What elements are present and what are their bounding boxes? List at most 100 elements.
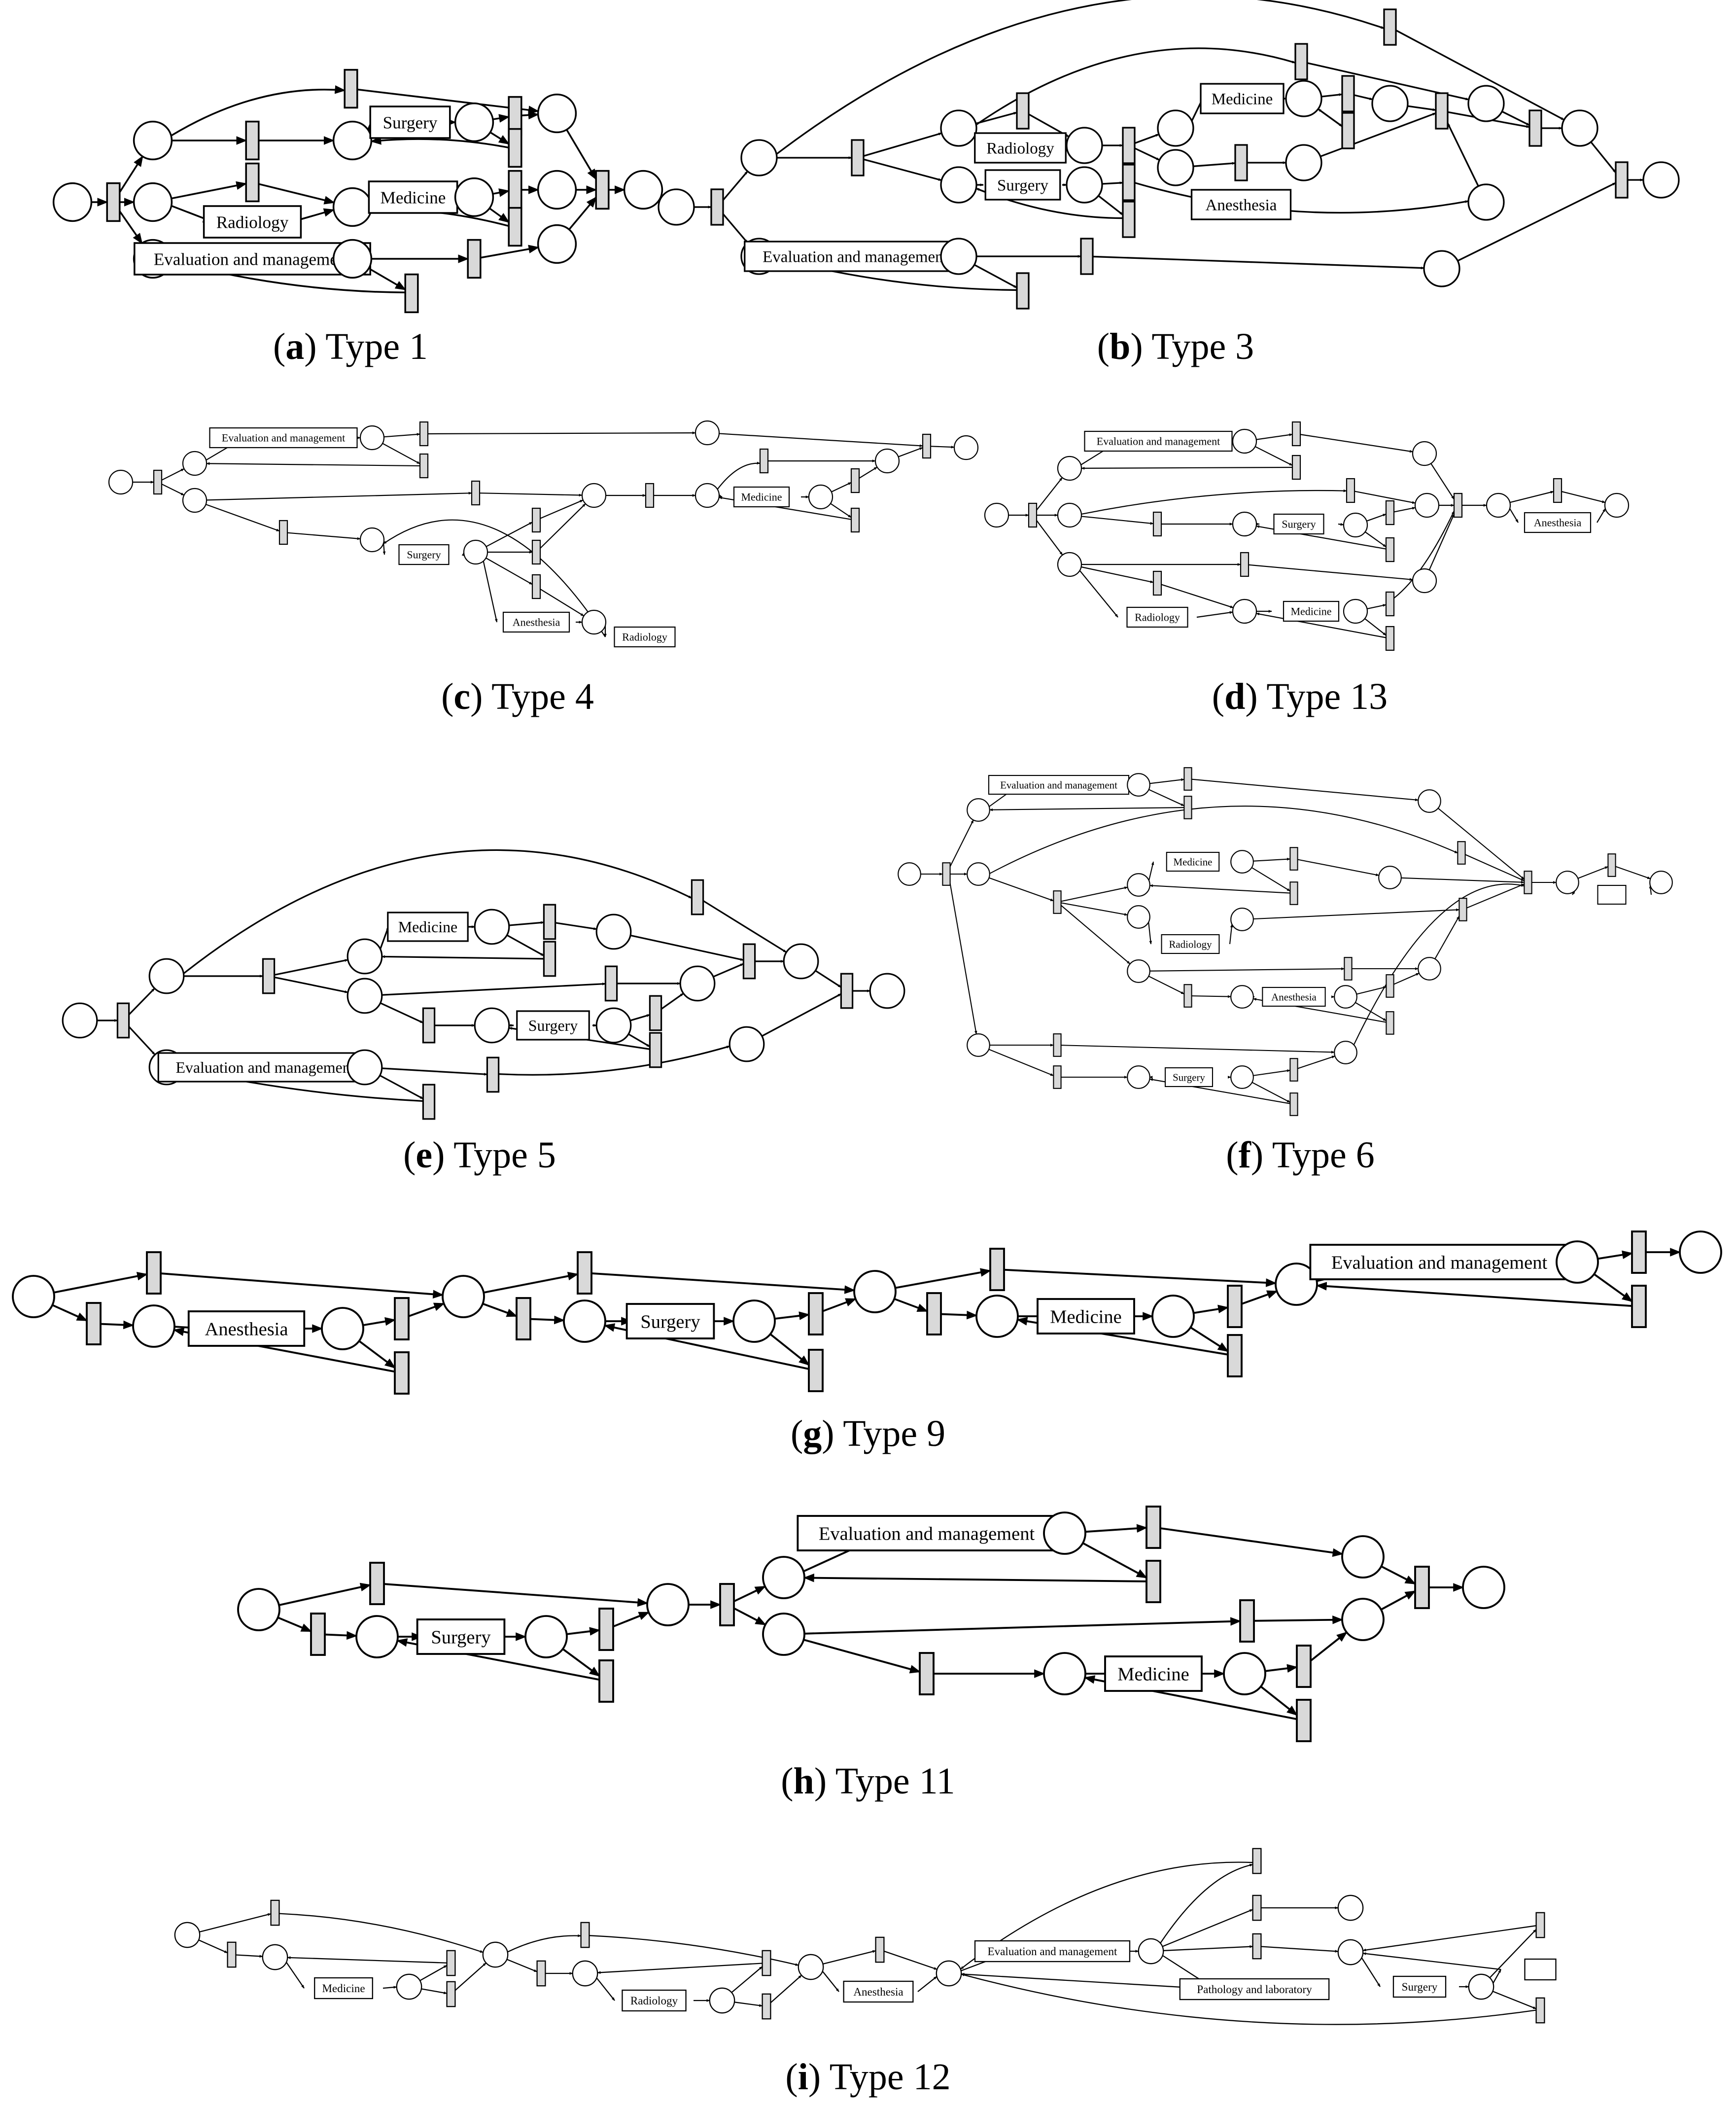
place-node: [573, 1961, 597, 1986]
transition-node: [1436, 93, 1448, 129]
arc: [1435, 916, 1459, 959]
activity-label: Radiology: [216, 212, 289, 232]
caption-panel-c: (c) Type 4: [441, 675, 594, 718]
arc: [1354, 95, 1373, 100]
arc: [1163, 1946, 1252, 1950]
panel-f-diagram: Evaluation and managementMedicineRadiolo…: [898, 768, 1672, 1116]
arc: [770, 1975, 801, 2003]
transition-node: [1123, 202, 1135, 237]
activity-label: Surgery: [640, 1311, 700, 1332]
caption-letter: i: [798, 2056, 808, 2098]
arc: [1148, 922, 1151, 944]
arc: [507, 935, 544, 956]
arc: [864, 159, 941, 180]
place-node: [1152, 1296, 1194, 1337]
arc: [483, 1304, 517, 1316]
arc: [898, 448, 923, 457]
place-node: [1231, 908, 1253, 931]
arc: [384, 1584, 647, 1603]
transition-node: [537, 1961, 546, 1986]
arc: [287, 533, 360, 539]
transition-node: [1608, 854, 1615, 877]
place-node: [1379, 866, 1401, 889]
place-node: [54, 183, 92, 221]
transition-node: [1297, 1700, 1311, 1741]
transition-node: [809, 1350, 823, 1391]
activity-label: Surgery: [407, 549, 441, 561]
transition-node: [468, 240, 481, 278]
place-node: [1487, 493, 1510, 517]
place-node: [1058, 553, 1081, 576]
transition-node: [1459, 898, 1466, 921]
place-node: [356, 1616, 398, 1657]
arc: [275, 977, 348, 992]
arc: [275, 960, 348, 975]
arc: [1597, 509, 1605, 523]
place-node: [763, 1557, 804, 1598]
arc: [1161, 585, 1233, 608]
arc: [421, 1989, 447, 1993]
place-node: [475, 1008, 509, 1043]
activity-label: Anesthesia: [205, 1319, 288, 1339]
transition-node: [1458, 842, 1465, 864]
arc: [499, 1046, 730, 1075]
arc: [823, 1299, 856, 1311]
arc: [734, 1586, 765, 1601]
arc: [1298, 1056, 1335, 1068]
arc: [207, 463, 420, 466]
transition-node: [395, 1352, 409, 1394]
caption-panel-d: (d) Type 13: [1212, 675, 1388, 718]
place-node: [347, 979, 382, 1013]
arc: [1150, 885, 1290, 893]
transition-node: [650, 1033, 661, 1067]
arc: [490, 132, 509, 144]
arc: [1401, 878, 1525, 882]
arc: [864, 133, 941, 156]
place-node: [1127, 1066, 1150, 1089]
place-node: [1158, 150, 1193, 185]
arc: [1081, 567, 1153, 582]
transition-node: [1295, 44, 1307, 79]
place-node: [397, 1974, 421, 1999]
arc: [1253, 1070, 1290, 1076]
arc: [162, 484, 184, 495]
arc: [1135, 183, 1468, 213]
place-node: [1463, 1567, 1504, 1608]
activity-label: Evaluation and management: [988, 1945, 1118, 1958]
transition-node: [578, 1252, 591, 1294]
transition-node: [447, 1982, 455, 2006]
caption-panel-b: (b) Type 3: [1097, 325, 1254, 368]
arc: [521, 114, 538, 115]
arc: [486, 522, 532, 547]
arc: [1300, 434, 1413, 452]
transition-node: [1386, 592, 1394, 616]
place-node: [1058, 503, 1081, 527]
arc: [486, 558, 532, 585]
arc: [613, 1613, 649, 1627]
arc: [974, 265, 1017, 287]
arc: [1367, 605, 1386, 609]
arc: [383, 520, 605, 637]
arc: [731, 1967, 762, 1993]
transition-node: [1347, 479, 1354, 502]
caption-type: Type 5: [453, 1134, 556, 1176]
arc: [734, 1608, 765, 1624]
arc: [762, 994, 841, 1036]
place-node: [1044, 1653, 1085, 1694]
arc: [723, 214, 748, 243]
arc: [596, 1978, 615, 2001]
activity-label: Anesthesia: [513, 616, 560, 629]
arc: [1318, 109, 1342, 126]
transition-node: [876, 1937, 884, 1962]
transition-node: [487, 1057, 498, 1092]
transition-node: [646, 484, 654, 507]
activity-label: Evaluation and management: [1000, 779, 1117, 791]
activity-label: Medicine: [1212, 91, 1273, 108]
arc: [661, 993, 684, 1009]
transition-node: [927, 1293, 941, 1334]
place-node: [263, 1945, 287, 1969]
arc: [1354, 492, 1415, 503]
arc: [1251, 868, 1290, 891]
arc: [941, 1314, 976, 1316]
